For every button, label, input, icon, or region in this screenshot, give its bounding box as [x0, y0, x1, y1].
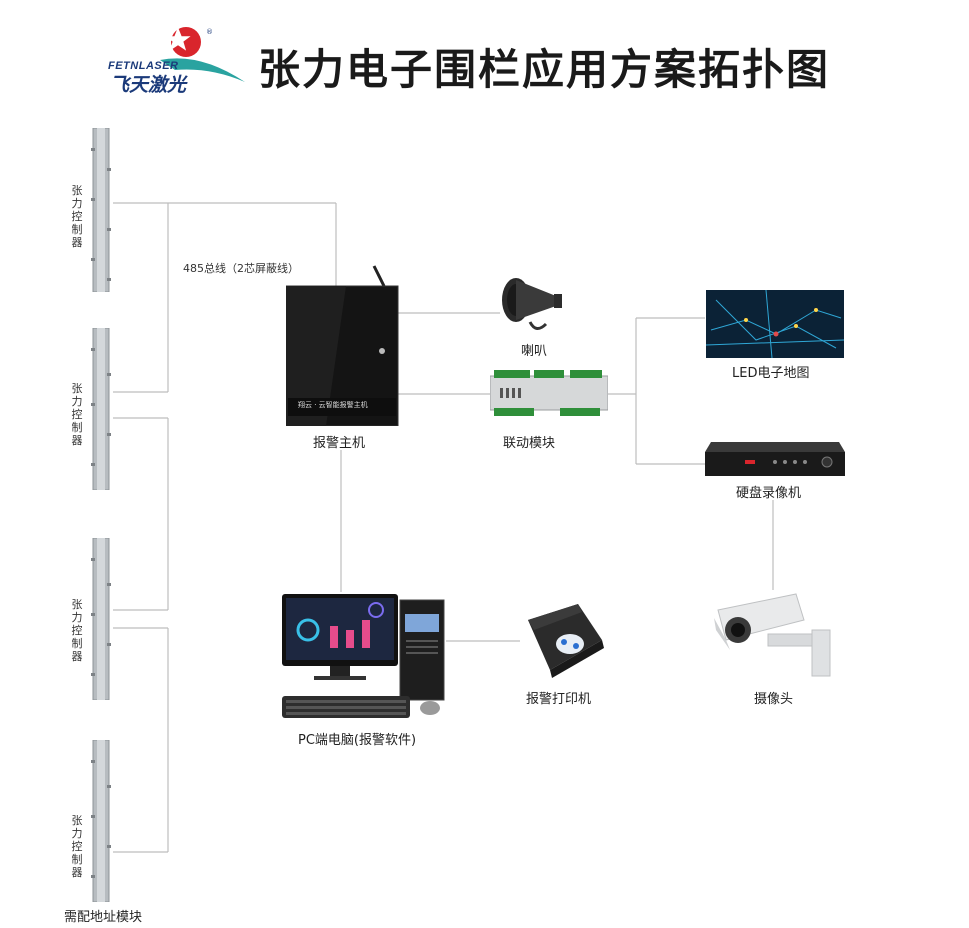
speaker-icon	[502, 278, 562, 330]
address-module-note: 需配地址模块	[64, 910, 143, 925]
bus-label: 485总线（2芯屏蔽线）	[183, 262, 299, 275]
printer-label: 报警打印机	[526, 692, 592, 707]
tension-controller-post	[89, 327, 113, 491]
printer-device	[518, 600, 608, 682]
camera-device	[708, 590, 838, 680]
led-map-device	[705, 289, 845, 359]
pc-icon	[282, 594, 445, 718]
speaker-label: 喇叭	[521, 344, 548, 359]
alarm-host-device	[285, 264, 400, 427]
alarm-host-label: 报警主机	[313, 436, 366, 451]
alarm-host-panel-text: 翔云 · 云智能报警主机	[298, 401, 368, 409]
controller-label: 张力控制器	[71, 184, 83, 249]
linkage-module-device	[489, 370, 609, 416]
pc-device	[280, 590, 448, 724]
logo-emblem-icon: ®	[160, 27, 245, 82]
pc-label: PC端电脑(报警软件)	[298, 733, 417, 748]
tension-controller-post	[89, 739, 113, 903]
controller-post-icon	[91, 127, 111, 293]
tension-controller-post	[89, 537, 113, 701]
linkage-module-icon	[489, 370, 609, 416]
page-title: 张力电子围栏应用方案拓扑图	[258, 45, 831, 94]
speaker-device	[500, 274, 564, 338]
controller-label: 张力控制器	[71, 598, 83, 663]
printer-icon	[528, 604, 604, 678]
nvr-label: 硬盘录像机	[736, 486, 802, 501]
camera-label: 摄像头	[754, 692, 794, 707]
alarm-host-icon	[285, 265, 399, 427]
tension-controller-post	[89, 127, 113, 293]
logo-chinese-name: 飞天激光	[110, 74, 187, 96]
nvr-icon	[705, 442, 845, 476]
led-map-label: LED电子地图	[732, 366, 810, 381]
svg-text:®: ®	[206, 28, 213, 36]
logo-english-name: FETNLASER	[108, 60, 179, 72]
led-map-icon	[705, 289, 845, 359]
controller-label: 张力控制器	[71, 382, 83, 447]
controller-post-icon	[91, 327, 111, 491]
controller-post-icon	[91, 537, 111, 701]
controller-label: 张力控制器	[71, 814, 83, 879]
linkage-module-label: 联动模块	[503, 436, 556, 451]
camera-icon	[714, 593, 831, 677]
nvr-device	[705, 442, 845, 480]
company-logo: ®	[100, 22, 250, 92]
controller-post-icon	[91, 739, 111, 903]
